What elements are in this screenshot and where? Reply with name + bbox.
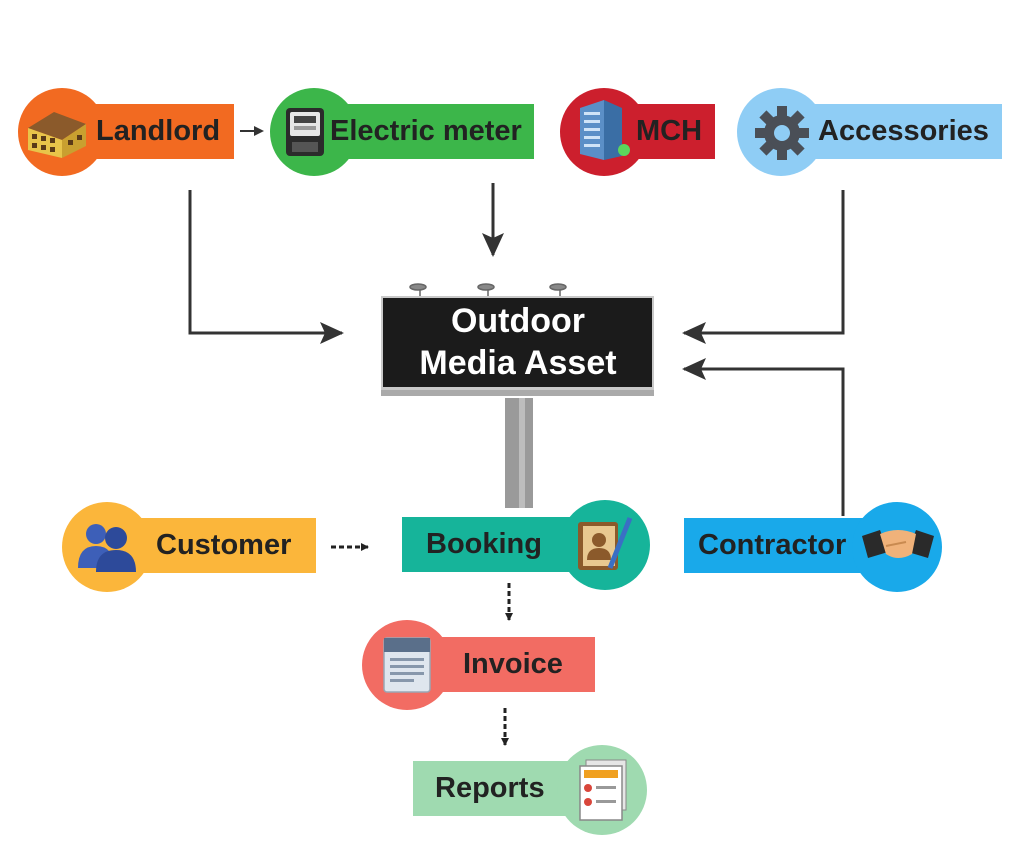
accessories-label: Accessories bbox=[780, 104, 1002, 159]
electric-meter-icon bbox=[286, 108, 324, 156]
house-icon bbox=[28, 112, 86, 158]
users-icon bbox=[78, 524, 136, 572]
customer-label: Customer bbox=[104, 518, 316, 573]
building-icon bbox=[580, 100, 630, 160]
gear-icon bbox=[755, 106, 809, 160]
arrow-accessories-to-asset bbox=[682, 190, 845, 344]
address-book-icon bbox=[578, 517, 633, 570]
arrow-contractor-to-asset bbox=[682, 358, 845, 516]
handshake-icon bbox=[862, 530, 934, 558]
billboard-title-line1: Outdoor bbox=[450, 302, 586, 340]
landlord-label: Landlord bbox=[62, 104, 234, 159]
report-icon bbox=[579, 759, 627, 821]
electric-meter-label: Electric meter bbox=[312, 104, 534, 159]
invoice-label: Invoice bbox=[405, 637, 595, 692]
document-icon bbox=[383, 637, 431, 693]
arrow-landlord-to-asset bbox=[188, 190, 344, 344]
billboard-title-line2: Media Asset bbox=[419, 344, 617, 382]
